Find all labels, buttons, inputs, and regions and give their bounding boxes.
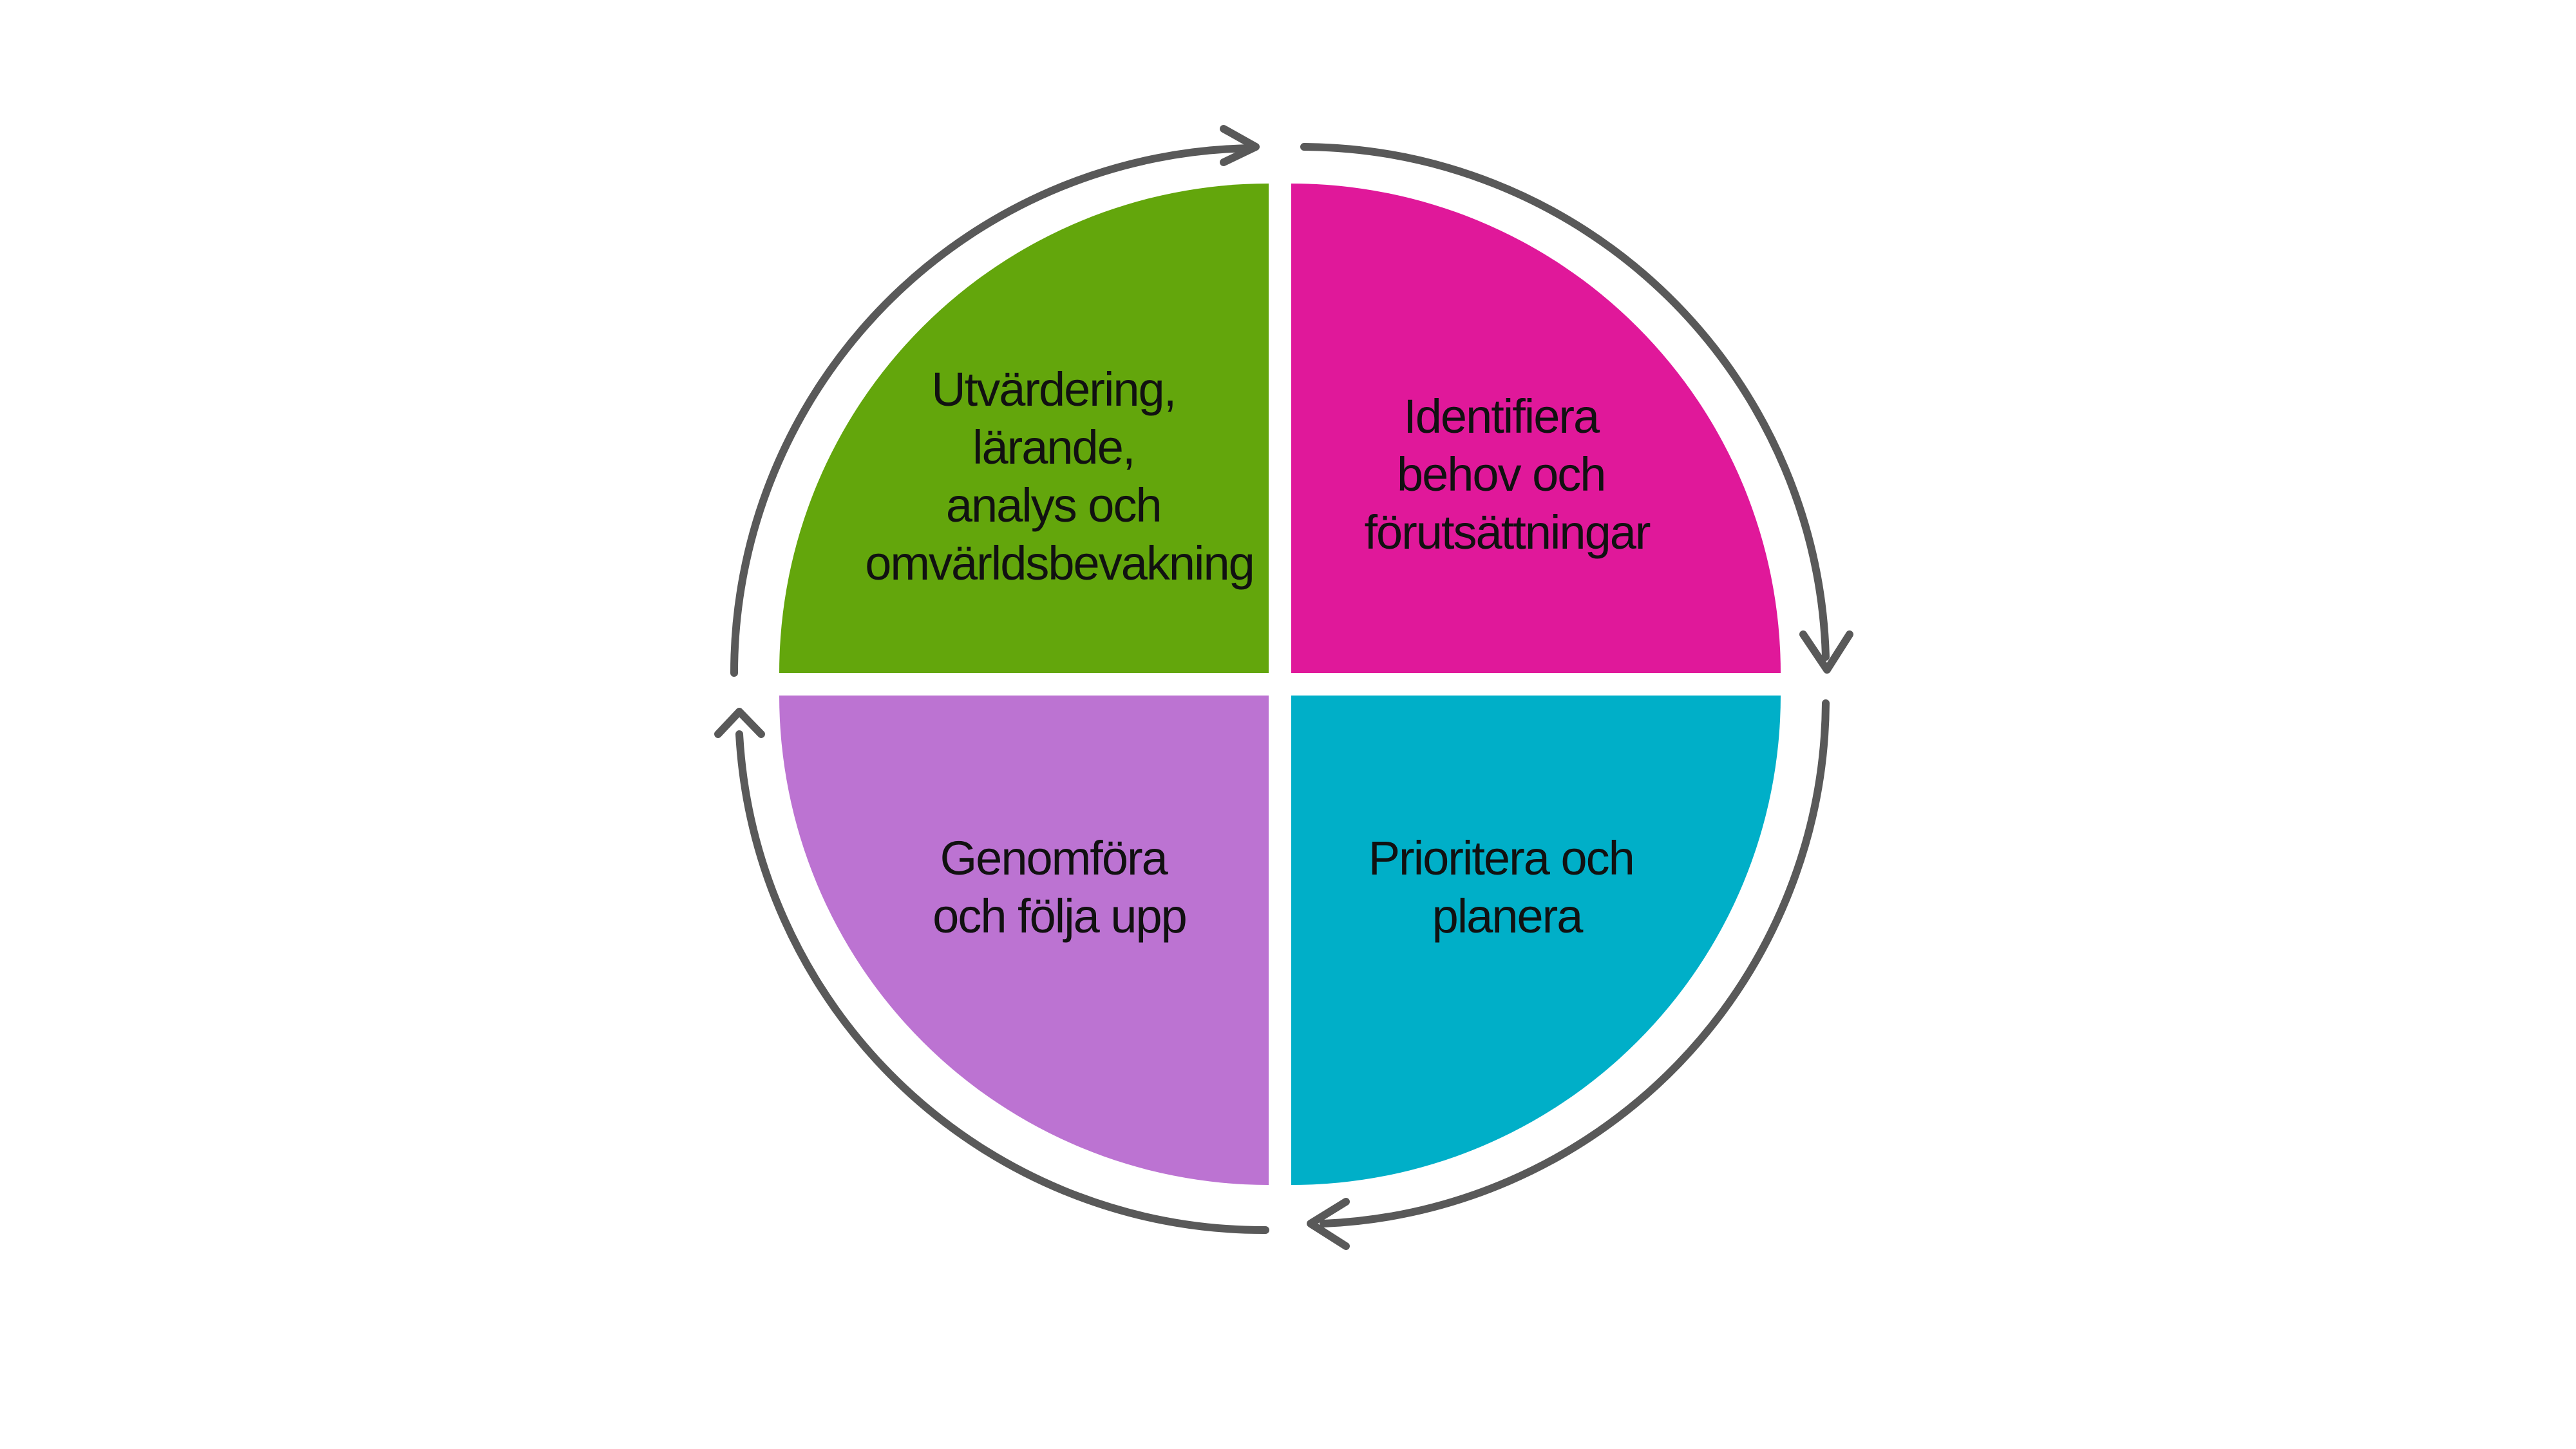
label-line: planera [1432,889,1584,943]
arrow-head-right-icon [1799,630,1853,674]
quadrant-identify-needs [1291,184,1781,673]
quadrant-label-identify-needs: Identifiera behov och förutsättningar [1364,390,1650,559]
arrow-head-left-icon [714,708,765,738]
arrow-head-top-icon [1220,125,1260,166]
cycle-arrow-top-left [730,144,1256,677]
label-line: lärande, [972,421,1134,474]
arrow-head-bottom-icon [1307,1198,1350,1250]
label-line: analys och [946,478,1161,532]
cycle-arrow-bottom-right [1320,699,1830,1227]
label-line: omvärldsbevakning [865,536,1254,590]
label-line: behov och [1397,448,1605,501]
quadrant-label-prioritize-plan: Prioritera och planera [1368,831,1646,943]
quadrant-label-evaluation: Utvärdering, lärande, analys och omvärld… [865,363,1254,590]
quadrant-prioritize-plan [1291,696,1781,1185]
label-line: Genomföra [940,831,1169,885]
cycle-arrows [714,125,1853,1250]
cycle-arrow-bottom-left [735,730,1269,1235]
quadrants [779,184,1781,1185]
label-line: förutsättningar [1364,506,1650,559]
quadrant-label-implement-follow-up: Genomföra och följa upp [933,831,1186,943]
label-line: Identifiera [1403,390,1600,443]
cycle-arrow-top-right [1300,143,1830,661]
label-line: och följa upp [933,889,1186,943]
label-line: Prioritera och [1368,831,1634,885]
quadrant-labels: Utvärdering, lärande, analys och omvärld… [865,363,1652,943]
quadrant-evaluation [779,184,1269,673]
label-line: Utvärdering, [931,363,1175,416]
quadrant-implement-follow-up [779,696,1269,1185]
